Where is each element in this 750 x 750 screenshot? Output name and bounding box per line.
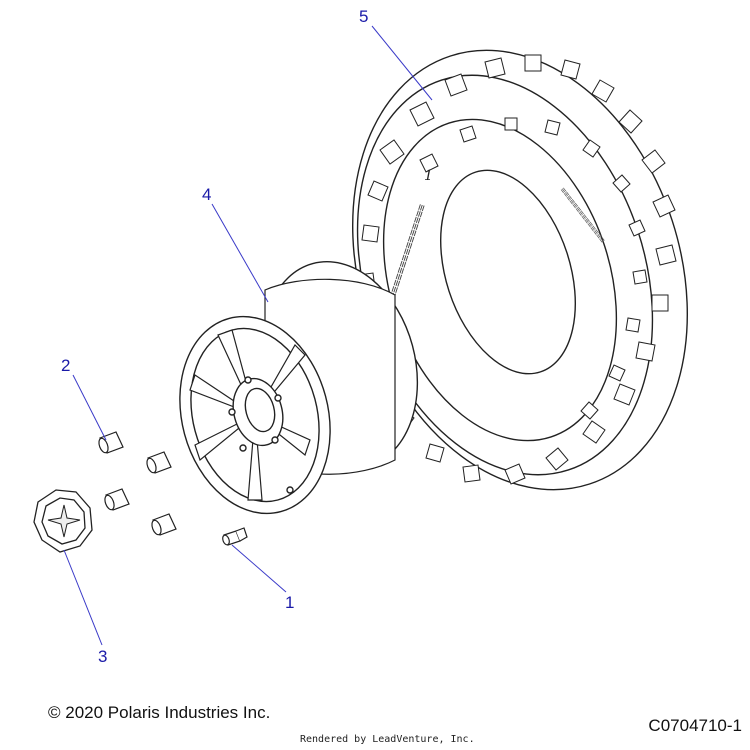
center-cap[interactable] [33, 489, 93, 553]
lug-nut[interactable] [150, 513, 177, 536]
callout-valve-stem[interactable]: 1 [285, 593, 295, 612]
callout-center-cap[interactable]: 3 [98, 647, 108, 666]
callout-tire[interactable]: 5 [359, 7, 369, 26]
valve-stem[interactable] [221, 527, 248, 546]
callout-wheel[interactable]: 4 [202, 185, 212, 204]
diagram-code: C0704710-1 [648, 716, 742, 735]
wheel[interactable] [159, 244, 440, 530]
leader-lines [63, 25, 433, 646]
tire-sidewall-marking: 1 [424, 168, 433, 184]
leader-line-valve-stem [231, 544, 287, 593]
callout-lug-nut[interactable]: 2 [61, 356, 71, 375]
lug-nut[interactable] [97, 431, 124, 454]
lug-nut-group[interactable] [97, 431, 177, 536]
copyright-text: © 2020 Polaris Industries Inc. [48, 703, 271, 722]
lug-nut[interactable] [103, 488, 130, 511]
tire[interactable]: ≡≡≡≡≡≡≡≡≡≡≡≡≡≡≡ ≡≡≡≡≡≡≡≡≡≡≡≡≡≡ 1 [298, 7, 741, 534]
rendered-by-text: Rendered by LeadVenture, Inc. [300, 734, 475, 745]
leader-line-tire [371, 25, 433, 101]
leader-line-lug-nut [72, 374, 107, 441]
lug-nut[interactable] [145, 451, 172, 474]
leader-line-wheel [211, 203, 269, 303]
leader-line-center-cap [63, 549, 103, 646]
